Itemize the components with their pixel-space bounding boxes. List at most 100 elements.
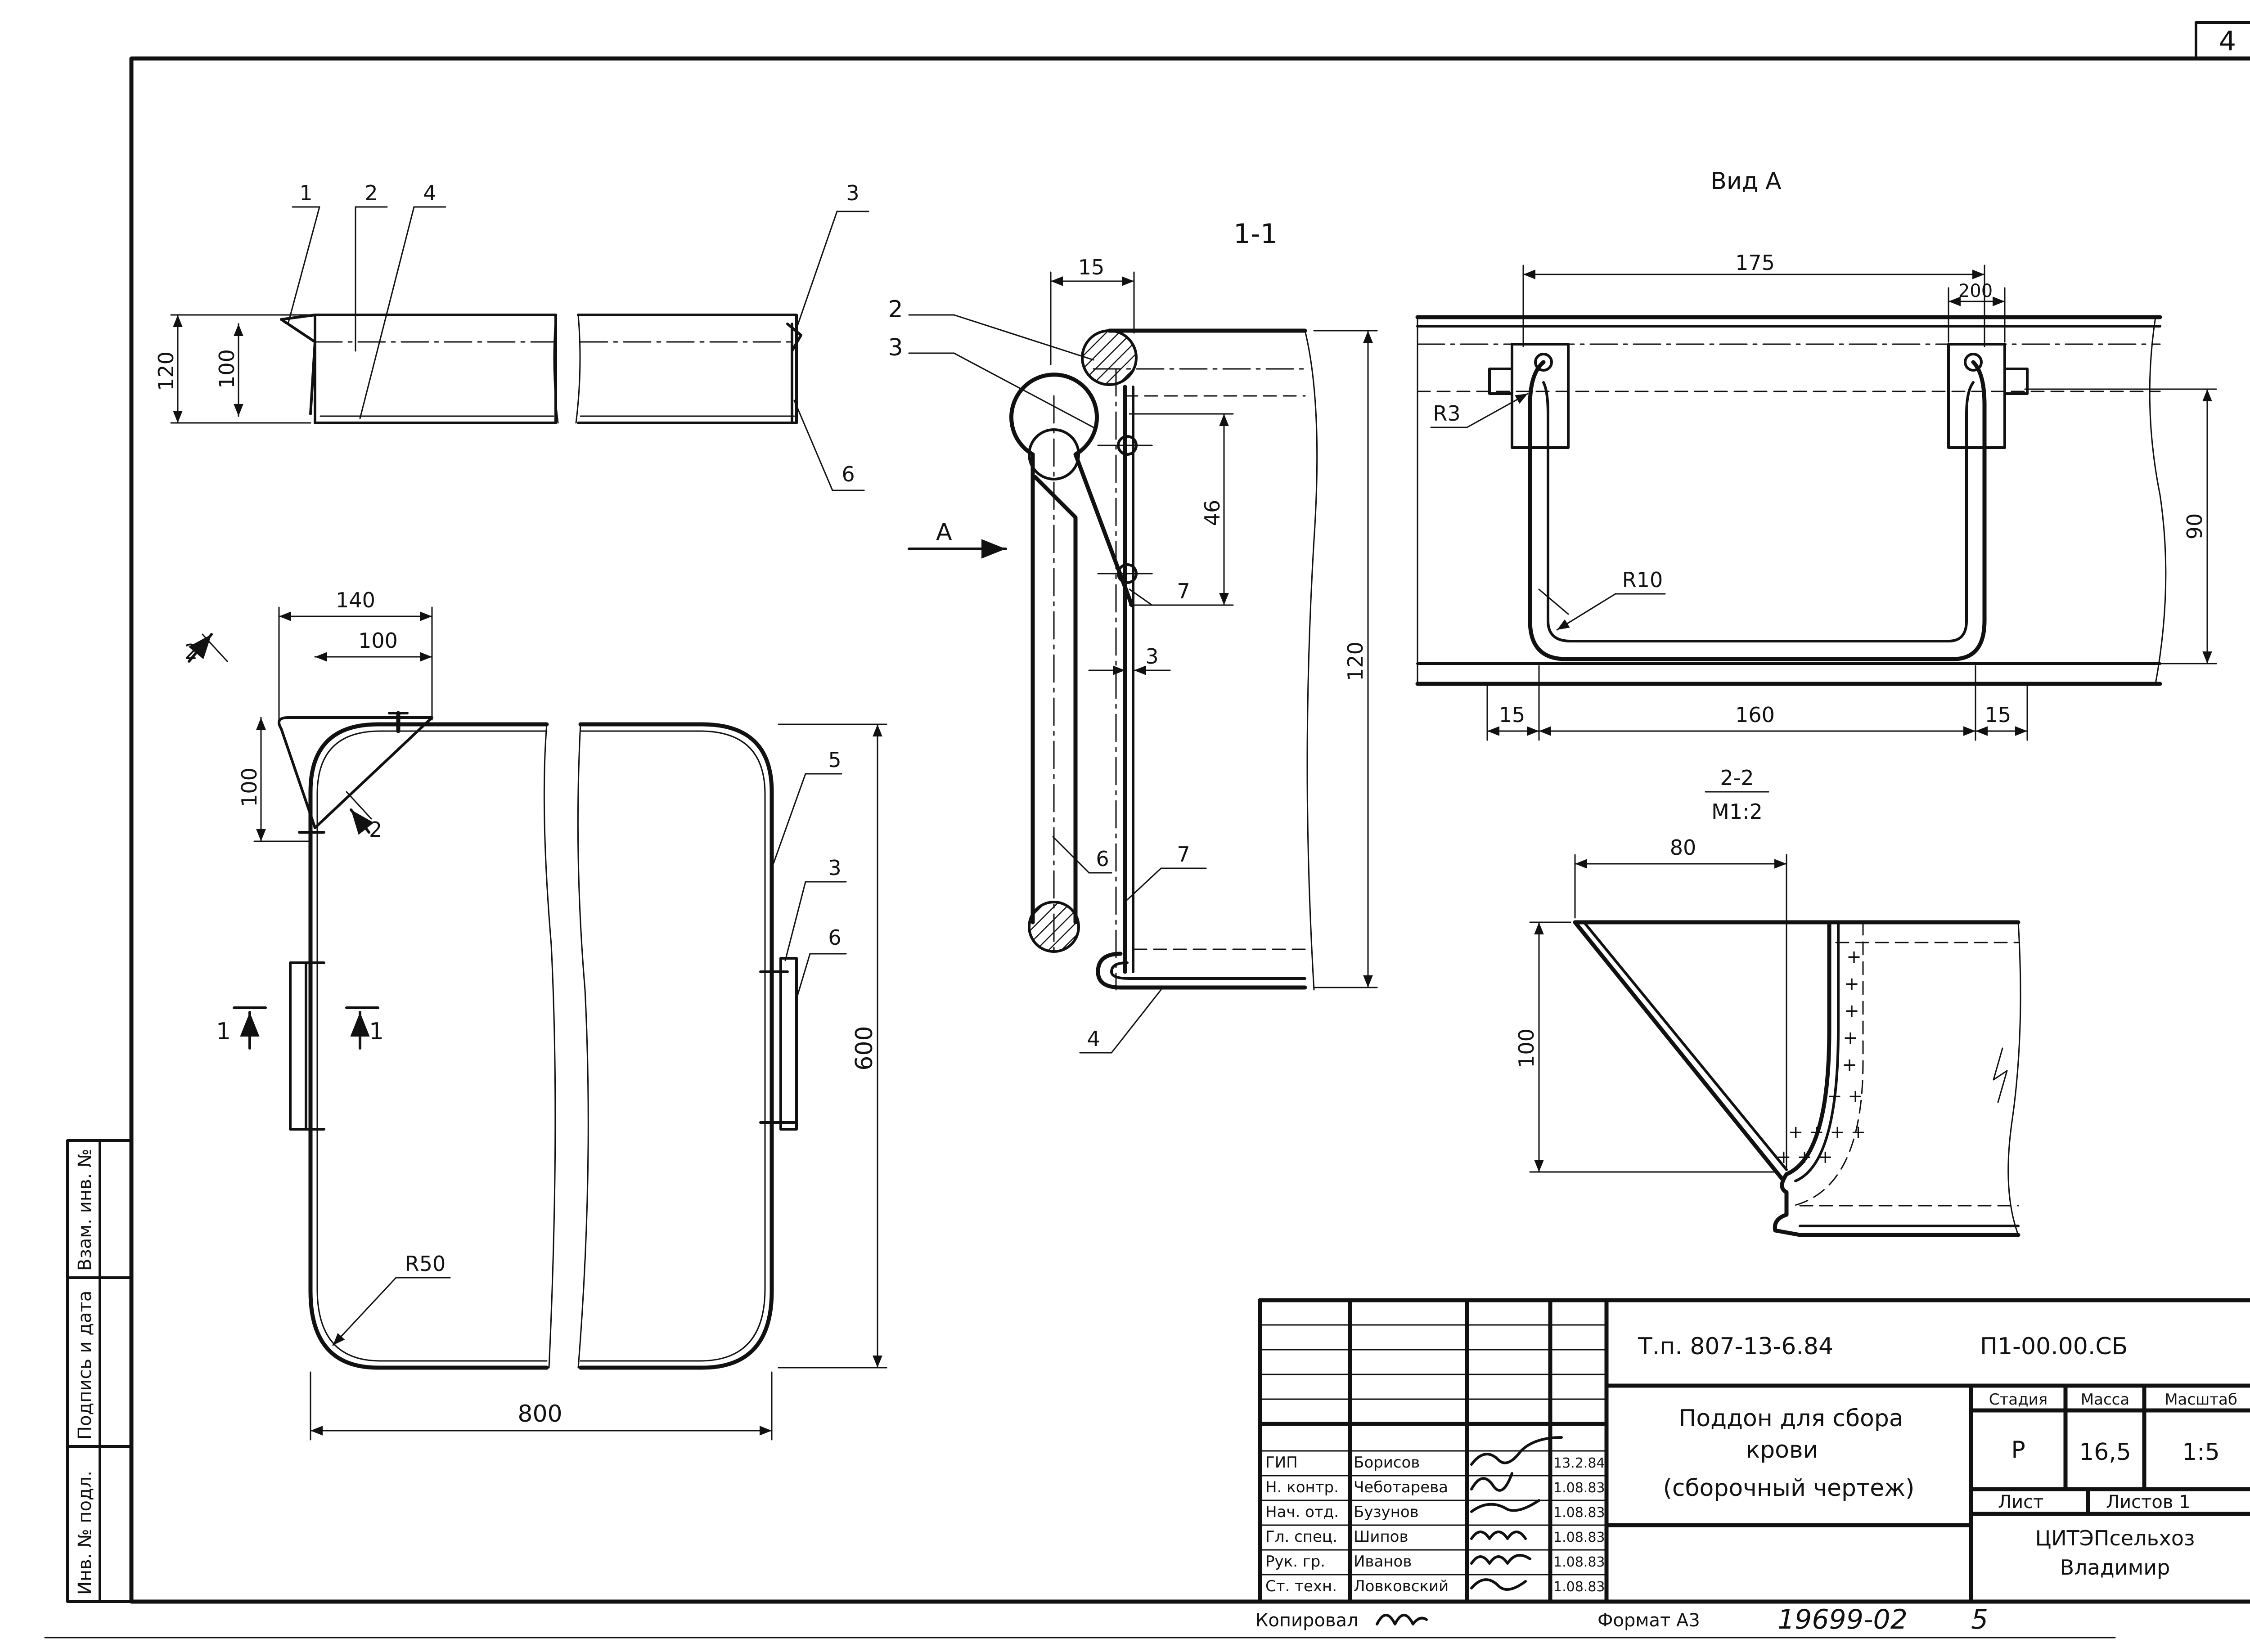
date-cell: 1.08.83 <box>1553 1579 1605 1595</box>
svg-text:+ + + +: + + + + <box>1788 1122 1866 1143</box>
doc-code: П1-00.00.СБ <box>1980 1333 2128 1360</box>
callout-7-upper: 7 <box>1177 579 1190 603</box>
callout-7-lower: 7 <box>1177 842 1190 866</box>
callout-3-plan: 3 <box>828 856 841 880</box>
dim-120-top: 120 <box>154 351 178 391</box>
top-side-view: 120 100 1 2 4 3 6 <box>154 181 869 491</box>
callout-1-top: 1 <box>299 181 312 205</box>
archive-number: 19699-02 <box>1778 1604 1908 1635</box>
copier-signature <box>1376 1614 1428 1625</box>
callout-2-sec11: 2 <box>888 296 903 323</box>
org-line-1: ЦИТЭПсельхоз <box>2035 1526 2195 1550</box>
callout-5-plan: 5 <box>828 748 841 772</box>
copied-by: Копировал <box>1256 1610 1359 1631</box>
section-2-2-title: 2-2 <box>1720 766 1754 790</box>
section-mark-1-right: 1 <box>369 1018 384 1045</box>
stamp-inv-original: Инв. № подл. <box>75 1471 95 1595</box>
dim-100-plan: 100 <box>358 628 398 653</box>
dim-120-sec11: 120 <box>1343 642 1368 681</box>
footer: Копировал Формат А3 19699-02 5 <box>1256 1604 1988 1635</box>
callout-4-top: 4 <box>423 181 436 205</box>
view-a: Вид А 175 200 90 <box>1415 168 2217 741</box>
mass-value: 16,5 <box>2079 1439 2131 1466</box>
dim-160: 160 <box>1735 703 1775 727</box>
dim-46: 46 <box>1200 500 1224 526</box>
view-arrow-a: A <box>936 519 952 546</box>
role-cell: Гл. спец. <box>1265 1528 1337 1546</box>
date-cell: 13.2.84 <box>1553 1455 1605 1471</box>
header-mass: Масса <box>2081 1391 2129 1409</box>
dim-90: 90 <box>2182 513 2207 540</box>
name-cell: Чеботарева <box>1354 1478 1448 1496</box>
name-cell: Иванов <box>1354 1553 1412 1571</box>
doc-name-line-1: Поддон для сбора <box>1678 1405 1904 1432</box>
svg-text:+: + <box>1846 947 1862 967</box>
sheet-label: Лист <box>1998 1492 2043 1513</box>
section-2-2-scale: М1:2 <box>1711 799 1763 824</box>
stamp-signature-date: Подпись и дата <box>75 1291 95 1440</box>
format-label: Формат А3 <box>1598 1610 1700 1631</box>
org-line-2: Владимир <box>2060 1555 2170 1580</box>
dim-800: 800 <box>518 1401 562 1428</box>
dim-80: 80 <box>1670 835 1696 860</box>
svg-text:+: + <box>1844 974 1859 994</box>
svg-text:+ +: + + <box>1827 1086 1863 1107</box>
dim-15-sec11: 15 <box>1078 255 1105 279</box>
doc-designation: Т.п. 807-13-6.84 <box>1638 1333 1833 1360</box>
callout-3-top: 3 <box>846 181 859 205</box>
title-block: Т.п. 807-13-6.84 П1-00.00.СБ Поддон для … <box>1258 1298 2250 1604</box>
callout-6-top: 6 <box>842 462 855 486</box>
dim-r10: R10 <box>1622 568 1663 592</box>
dim-15-right: 15 <box>1985 703 2012 727</box>
svg-text:+: + <box>1844 1001 1859 1021</box>
scale-value: 1:5 <box>2182 1439 2220 1466</box>
dim-3-sec11: 3 <box>1145 644 1158 669</box>
callout-6-plan: 6 <box>828 925 841 950</box>
name-cell: Шипов <box>1354 1528 1408 1546</box>
role-cell: Рук. гр. <box>1265 1553 1325 1571</box>
view-a-title: Вид А <box>1710 168 1782 195</box>
left-stamp: Инв. № подл. Подпись и дата Взам. инв. № <box>66 1139 133 1603</box>
dim-100-top: 100 <box>215 349 239 389</box>
rim-wire-section <box>1081 329 1138 386</box>
role-cell: Н. контр. <box>1265 1478 1339 1496</box>
role-cell: ГИП <box>1265 1454 1298 1472</box>
archive-sheet: 5 <box>1971 1604 1988 1635</box>
section-mark-1-left: 1 <box>216 1018 231 1045</box>
doc-name-line-3: (сборочный чертеж) <box>1663 1475 1915 1502</box>
dim-175: 175 <box>1735 251 1775 275</box>
dim-r50: R50 <box>405 1252 446 1276</box>
role-cell: Ст. техн. <box>1265 1577 1337 1595</box>
callout-4-sec11: 4 <box>1087 1027 1100 1051</box>
handwritten-signatures <box>1470 1436 1563 1591</box>
name-cell: Борисов <box>1354 1454 1420 1472</box>
header-scale: Масштаб <box>2164 1391 2237 1409</box>
section-2-2: 2-2 М1:2 + + + + + + + + + + + + + + 80 … <box>1514 766 2021 1237</box>
section-mark-2-lower: 2 <box>369 817 382 842</box>
dim-200: 200 <box>1958 281 1993 301</box>
dim-100-sec22: 100 <box>1514 1028 1539 1068</box>
section-1-1: 1-1 15 46 3 120 <box>888 218 1378 1054</box>
callout-3-sec11: 3 <box>888 334 903 361</box>
section-mark-2-upper: 2 <box>184 640 198 664</box>
section-1-1-title: 1-1 <box>1233 218 1278 250</box>
sheet-frame: 4 <box>44 21 2250 1639</box>
dim-140: 140 <box>336 588 375 612</box>
dim-100-plan-vertical: 100 <box>237 768 261 807</box>
name-cell: Ловковский <box>1354 1577 1449 1595</box>
dim-600: 600 <box>851 1026 878 1070</box>
sheets-label: Листов 1 <box>2106 1492 2191 1513</box>
date-cell: 1.08.83 <box>1553 1505 1605 1521</box>
role-cell: Нач. отд. <box>1265 1503 1339 1521</box>
plan-view: 140 100 100 600 800 R50 5 3 6 2 2 1 <box>184 588 887 1441</box>
svg-text:+: + <box>1842 1055 1857 1075</box>
name-cell: Бузунов <box>1354 1503 1419 1521</box>
date-cell: 1.08.83 <box>1553 1480 1605 1496</box>
stamp-replaces-inv: Взам. инв. № <box>75 1149 95 1271</box>
svg-text:+: + <box>1843 1028 1858 1048</box>
callout-6-sec11: 6 <box>1096 847 1109 871</box>
svg-text:+ + +: + + + <box>1776 1147 1833 1167</box>
date-cell: 1.08.83 <box>1553 1530 1605 1545</box>
dim-15-left: 15 <box>1499 703 1526 727</box>
